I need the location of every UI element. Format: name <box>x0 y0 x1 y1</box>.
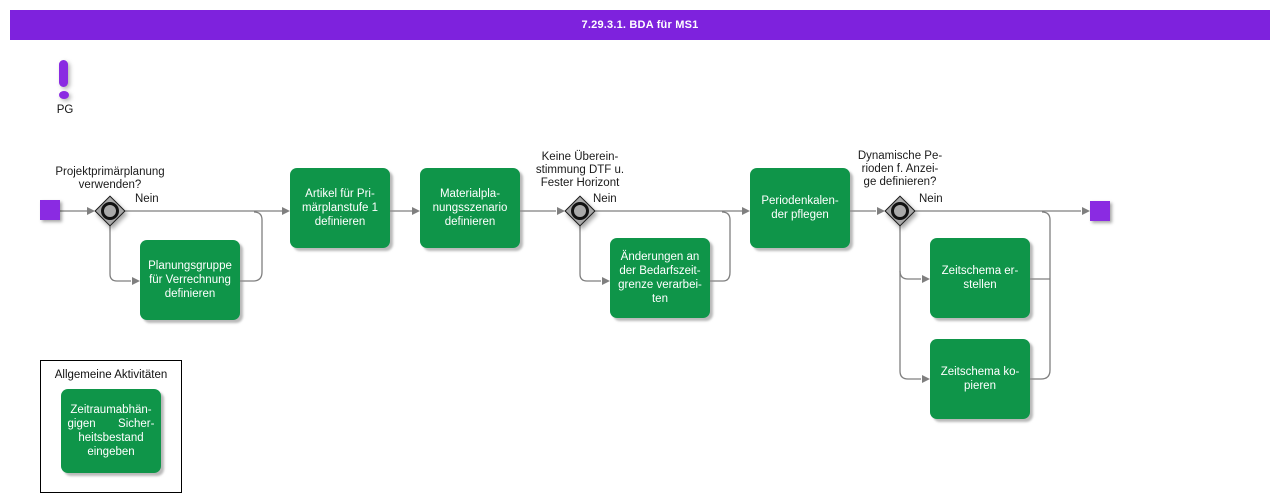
task-materialplanungsszenario[interactable]: Materialpla- nungsszenario definieren <box>420 168 520 248</box>
task-planungsgruppe-verrechnung[interactable]: Planungsgruppe für Verrechnung definiere… <box>140 240 240 320</box>
branch-label-nein-1: Nein <box>135 193 159 205</box>
task-label: Zeitschema er- stellen <box>941 265 1019 291</box>
task-label: Änderungen an der Bedarfszeit- grenze ve… <box>618 251 702 305</box>
gateway-ring-icon <box>571 202 589 220</box>
exclamation-dot <box>58 91 69 99</box>
gateway-question-dtf-horizont: Keine Überein- stimmung DTF u. Fester Ho… <box>535 151 625 189</box>
exclamation-bar <box>59 60 68 87</box>
task-periodenkalender-pflegen[interactable]: Periodenkalen- der pflegen <box>750 168 850 248</box>
diagram-title-bar: 7.29.3.1. BDA für MS1 <box>10 10 1270 40</box>
end-event[interactable] <box>1090 201 1110 221</box>
task-label: Planungsgruppe für Verrechnung definiere… <box>148 260 232 300</box>
task-label: Periodenkalen- der pflegen <box>761 195 839 221</box>
legend-title: Allgemeine Aktivitäten <box>54 369 168 381</box>
legend-allgemeine-aktivitaeten: Allgemeine Aktivitäten Zeitraumabhän- gi… <box>40 360 182 493</box>
gateway-ring-icon <box>101 202 119 220</box>
exclamation-icon <box>58 60 71 102</box>
gateway-dynamische-perioden[interactable] <box>883 194 916 227</box>
task-zeitraumabhaengiger-sicherheitsbestand[interactable]: Zeitraumabhän- gigen Sicher- heitsbestan… <box>61 389 161 473</box>
task-label: Zeitraumabhän- gigen Sicher- heitsbestan… <box>67 404 155 458</box>
diagram-title: 7.29.3.1. BDA für MS1 <box>581 19 699 31</box>
task-label: Zeitschema ko- pieren <box>940 366 1020 392</box>
task-zeitschema-kopieren[interactable]: Zeitschema ko- pieren <box>930 339 1030 419</box>
start-event[interactable] <box>40 200 60 220</box>
branch-label-nein-2: Nein <box>593 193 617 205</box>
org-unit-label: PG <box>56 104 74 116</box>
task-aenderungen-bedarfszeitgrenze[interactable]: Änderungen an der Bedarfszeit- grenze ve… <box>610 238 710 318</box>
task-zeitschema-erstellen[interactable]: Zeitschema er- stellen <box>930 238 1030 318</box>
task-label: Artikel für Pri- märplanstufe 1 definier… <box>301 188 379 228</box>
gateway-dtf-horizont[interactable] <box>563 194 596 227</box>
gateway-projektprimaerplanung[interactable] <box>93 194 126 227</box>
gateway-question-dynamische-perioden: Dynamische Pe- rioden f. Anzei- ge defin… <box>857 150 943 188</box>
task-artikel-primaerplanstufe[interactable]: Artikel für Pri- märplanstufe 1 definier… <box>290 168 390 248</box>
gateway-question-projektprimaerplanung: Projektprimärplanung verwenden? <box>55 166 165 191</box>
gateway-ring-icon <box>891 202 909 220</box>
branch-label-nein-3: Nein <box>919 193 943 205</box>
task-label: Materialpla- nungsszenario definieren <box>432 188 508 228</box>
